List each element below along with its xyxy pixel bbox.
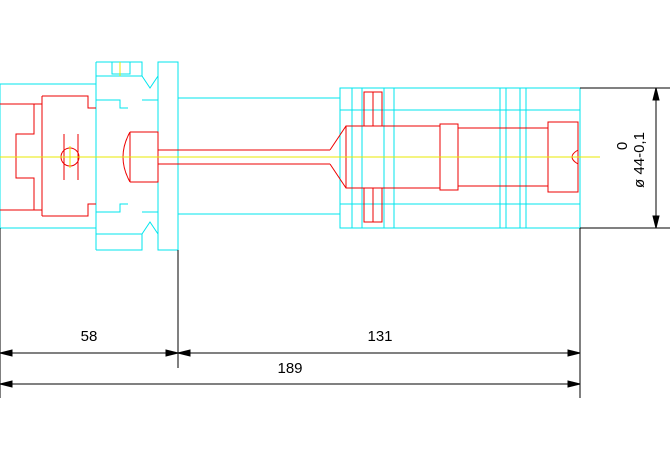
dimension-58: 58 xyxy=(81,328,98,345)
dimension-189: 189 xyxy=(277,360,302,377)
dimension-diameter: ø 44-0,1 xyxy=(631,132,648,188)
dimension-lines xyxy=(0,87,670,398)
dimension-131: 131 xyxy=(367,328,392,345)
holder-outline xyxy=(0,61,581,251)
center-line xyxy=(0,62,600,168)
tolerance-upper: 0 xyxy=(614,142,631,150)
